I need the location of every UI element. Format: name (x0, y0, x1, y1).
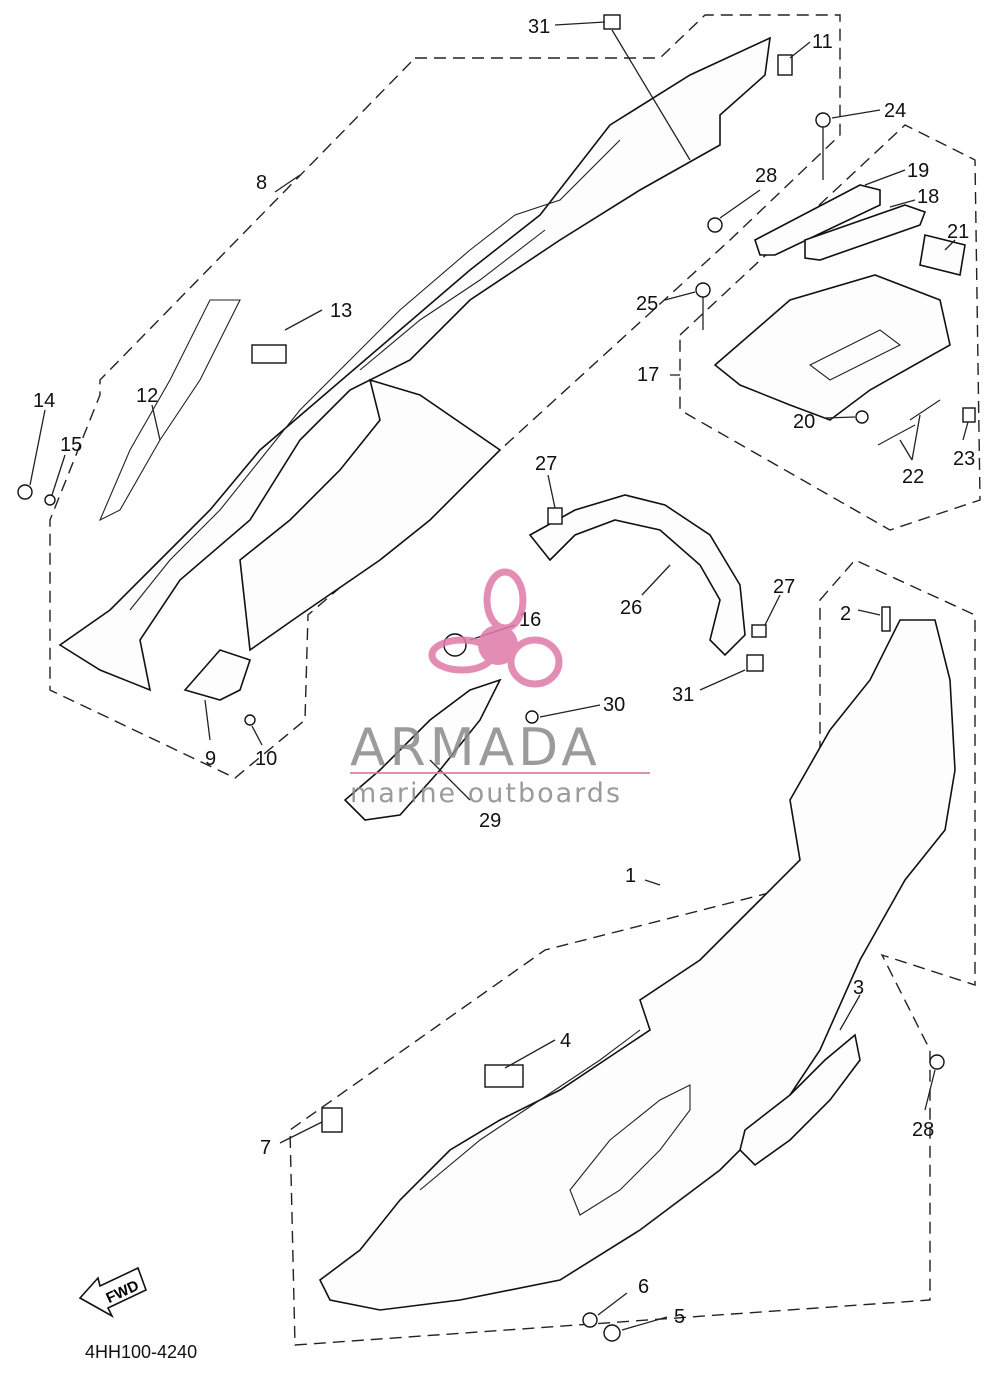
callout-28-side: 28 (912, 1119, 934, 1141)
bolt-30 (525, 710, 539, 724)
bolt-28-top (707, 217, 723, 233)
washer-15 (44, 494, 56, 506)
sticker-part (919, 234, 966, 276)
callout-25: 25 (636, 293, 658, 315)
rear-cowl-inner-edge (129, 139, 621, 611)
callout-3: 3 (853, 977, 864, 999)
callout-10: 10 (255, 748, 277, 770)
clip-27-b (751, 624, 767, 638)
callout-20: 20 (793, 411, 815, 433)
callout-27-left: 27 (535, 453, 557, 475)
callout-4: 4 (560, 1030, 571, 1052)
callout-14: 14 (33, 390, 55, 412)
callout-23: 23 (953, 448, 975, 470)
callout-17: 17 (637, 364, 659, 386)
assembly-outlines (49, 14, 981, 1346)
clip-7 (321, 1107, 343, 1133)
inner-panel (343, 678, 502, 821)
bolt-25 (695, 282, 711, 298)
bolt-14 (17, 484, 33, 500)
callout-13: 13 (330, 300, 352, 322)
callout-22: 22 (902, 466, 924, 488)
outline-grab-rail-group (679, 124, 981, 531)
watermark-brand: ARMADA (350, 718, 601, 778)
callout-26: 26 (620, 597, 642, 619)
nut-31-top (603, 14, 621, 30)
callout-31-mid: 31 (672, 684, 694, 706)
clip-27-a (547, 507, 563, 525)
grab-handle-upper (754, 184, 881, 256)
clip-23 (962, 407, 976, 423)
bolt-24 (815, 112, 831, 128)
nut-31-mid (746, 654, 764, 672)
callout-27-right: 27 (773, 576, 795, 598)
pin-22-b (909, 399, 941, 421)
callout-24: 24 (884, 100, 906, 122)
side-cover-crease (419, 1029, 641, 1191)
pin-22-a (877, 424, 916, 446)
propeller-logo-icon (428, 568, 563, 688)
side-cover-part (318, 619, 956, 1311)
washer-10 (244, 714, 256, 726)
callout-2: 2 (840, 603, 851, 625)
cowl-undertray-part (239, 378, 502, 652)
leader-lines (29, 21, 969, 1331)
watermark: ARMADA marine outboards (350, 568, 650, 809)
drawing-code: 4HH100-4240 (85, 1342, 197, 1362)
callout-12: 12 (136, 385, 158, 407)
washer-6 (582, 1312, 598, 1328)
tail-cover-slot (808, 329, 902, 381)
callout-28-top: 28 (755, 165, 777, 187)
callout-9: 9 (205, 748, 216, 770)
callout-5: 5 (674, 1306, 685, 1328)
outline-side-cover-group (289, 559, 976, 1346)
callout-19: 19 (907, 160, 929, 182)
callout-21: 21 (947, 221, 969, 243)
callout-7: 7 (260, 1137, 271, 1159)
seal-part (98, 299, 241, 522)
callout-8: 8 (256, 172, 267, 194)
grab-handle-lower (804, 204, 927, 261)
watermark-tagline: marine outboards (350, 778, 622, 809)
callout-29: 29 (479, 810, 501, 832)
rear-cowl-part (58, 36, 771, 692)
clip-11 (777, 54, 793, 76)
part-drawings (17, 14, 976, 1342)
duct-part (183, 649, 252, 701)
clip-4 (484, 1064, 524, 1088)
callout-1: 1 (625, 865, 636, 887)
clip-13 (251, 344, 287, 364)
emblem-part (739, 1033, 861, 1167)
callout-11: 11 (812, 31, 833, 53)
callout-31-top: 31 (528, 16, 550, 38)
callout-15: 15 (60, 434, 82, 456)
rear-tail-cover (713, 274, 951, 421)
washer-20 (855, 410, 869, 424)
bolt-28-side (929, 1054, 945, 1070)
fwd-arrow-shape (78, 1266, 148, 1318)
outline-rear-cowl-group (49, 14, 841, 779)
side-cover-window (569, 1084, 691, 1216)
rear-cowl-ridge (359, 229, 546, 371)
callout-18: 18 (917, 186, 939, 208)
bracket-arc (528, 494, 746, 657)
callout-labels: 31 11 24 28 19 18 21 8 25 13 17 14 12 15… (33, 16, 975, 1328)
pin-2 (881, 606, 891, 632)
callout-6: 6 (638, 1276, 649, 1298)
fwd-arrow: FWD (78, 1266, 148, 1318)
callout-16: 16 (519, 609, 541, 631)
bolt-5 (603, 1324, 621, 1342)
callout-30: 30 (603, 694, 625, 716)
